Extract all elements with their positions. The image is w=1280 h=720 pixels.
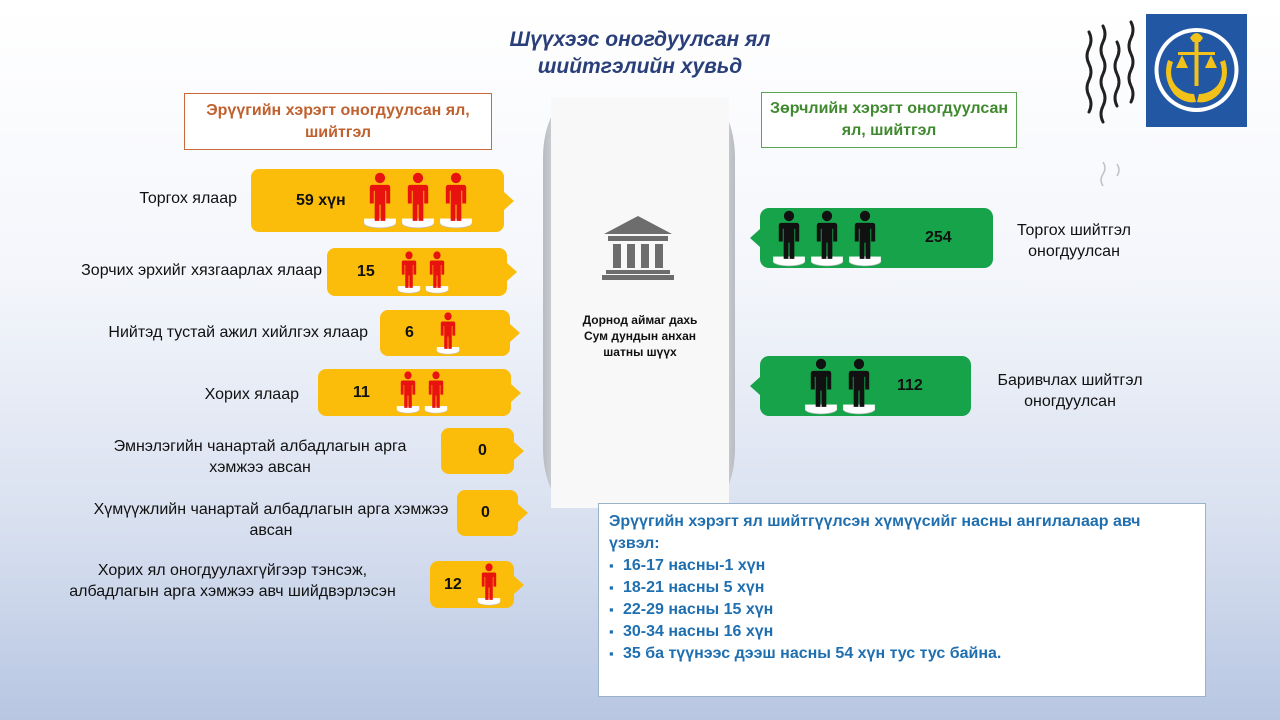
title-line-1: Шүүхээс оногдуулсан ял (509, 28, 771, 51)
court-name-line-2: Сум дундын анхан (583, 329, 697, 343)
people-pictogram (397, 251, 449, 294)
violation-section-header: Зөрчлийн хэрэгт оногдуулсан ял, шийтгэл (761, 92, 1017, 148)
courthouse-icon (602, 216, 674, 280)
people-group (804, 357, 880, 420)
page-title: Шүүхээс оногдуулсан ял шийтгэлийн хувьд (440, 26, 840, 80)
list-item: 18-21 насны 5 хүн (609, 577, 1195, 599)
people-pictogram (436, 312, 460, 355)
person-icon (810, 210, 844, 267)
people-pictogram (363, 172, 473, 229)
people-group (436, 311, 464, 360)
criminal-row-bar: 6 (380, 310, 520, 356)
violation-row-value: 254 (925, 229, 952, 246)
person-icon (401, 172, 435, 229)
criminal-row-label: Эмнэлэгийн чанартай албадлагын арга хэмж… (113, 438, 407, 476)
criminal-row-label: Торгох ялаар (139, 190, 237, 207)
criminal-row-value: 6 (405, 324, 414, 341)
person-icon (396, 371, 420, 414)
person-icon (397, 251, 421, 294)
criminal-row-label: Зорчих эрхийг хязгаарлах ялаар (81, 262, 322, 279)
violation-row-label: Торгох шийтгэл оногдуулсан (1017, 222, 1131, 260)
age-info-box: Эрүүгийн хэрэгт ял шийтгүүлсэн хүмүүсийг… (598, 503, 1206, 697)
court-name-line-3: шатны шүүх (603, 345, 677, 359)
criminal-row-bar: 0 (457, 490, 528, 536)
violation-row-value: 112 (897, 377, 923, 394)
criminal-row-bar: 11 (318, 369, 521, 419)
age-info-list: 16-17 насны-1 хүн 18-21 насны 5 хүн 22-2… (609, 555, 1195, 665)
criminal-row-bar: 0 (441, 428, 524, 474)
people-pictogram (804, 358, 876, 415)
title-line-2: шийтгэлийн хувьд (537, 55, 743, 78)
criminal-row-value: 59 хүн (296, 191, 346, 209)
court-emblem-icon (1146, 14, 1247, 127)
people-group (363, 171, 477, 234)
criminal-row-label: Хүмүүжлийн чанартай албадлагын арга хэмж… (93, 501, 449, 539)
list-item: 22-29 насны 15 хүн (609, 599, 1195, 621)
criminal-row-label: Нийтэд тустай ажил хийлгэх ялаар (108, 324, 368, 341)
people-pictogram (772, 210, 882, 267)
criminal-row-label: Хорих ял оногдуулахгүйгээр тэнсэж, албад… (69, 562, 396, 600)
list-item: 16-17 насны-1 хүн (609, 555, 1195, 577)
mongolian-script-logo-icon (1085, 20, 1135, 187)
person-icon (436, 312, 460, 355)
criminal-row-value: 0 (481, 504, 490, 521)
criminal-row-value: 15 (357, 263, 375, 280)
people-group (772, 209, 886, 272)
criminal-section-header: Эрүүгийн хэрэгт оногдуулсан ял, шийтгэл (184, 93, 492, 150)
people-group (477, 562, 505, 611)
person-icon (425, 251, 449, 294)
criminal-row-bar: 12 (430, 561, 524, 611)
violation-row-bar: 112 (750, 356, 971, 416)
people-pictogram (477, 563, 501, 606)
person-icon (842, 358, 876, 415)
violation-row-bar: 254 (750, 208, 993, 268)
person-icon (848, 210, 882, 267)
people-pictogram (396, 371, 448, 414)
criminal-row-value: 11 (353, 383, 370, 401)
criminal-row-value: 0 (478, 442, 487, 459)
court-name: Дорнод аймаг дахь Сум дундын анхан шатны… (555, 312, 725, 360)
criminal-row-label: Хорих ялаар (204, 386, 299, 403)
list-item: 30-34 насны 16 хүн (609, 621, 1195, 643)
people-group (397, 250, 453, 299)
criminal-row-value: 12 (444, 575, 462, 593)
list-item: 35 ба түүнээс дээш насны 54 хүн тус тус … (609, 643, 1195, 665)
person-icon (804, 358, 838, 415)
person-icon (772, 210, 806, 267)
person-icon (424, 371, 448, 414)
violation-row-label: Баривчлах шийтгэл оногдуулсан (997, 372, 1143, 410)
person-icon (439, 172, 473, 229)
criminal-row-bar: 59 хүн (251, 169, 514, 234)
people-group (396, 370, 452, 419)
court-column-inner (551, 98, 729, 508)
court-name-line-1: Дорнод аймаг дахь (582, 313, 698, 327)
person-icon (477, 563, 501, 606)
criminal-row-bar: 15 (327, 248, 517, 299)
age-info-heading: Эрүүгийн хэрэгт ял шийтгүүлсэн хүмүүсийг… (609, 513, 1141, 552)
person-icon (363, 172, 397, 229)
